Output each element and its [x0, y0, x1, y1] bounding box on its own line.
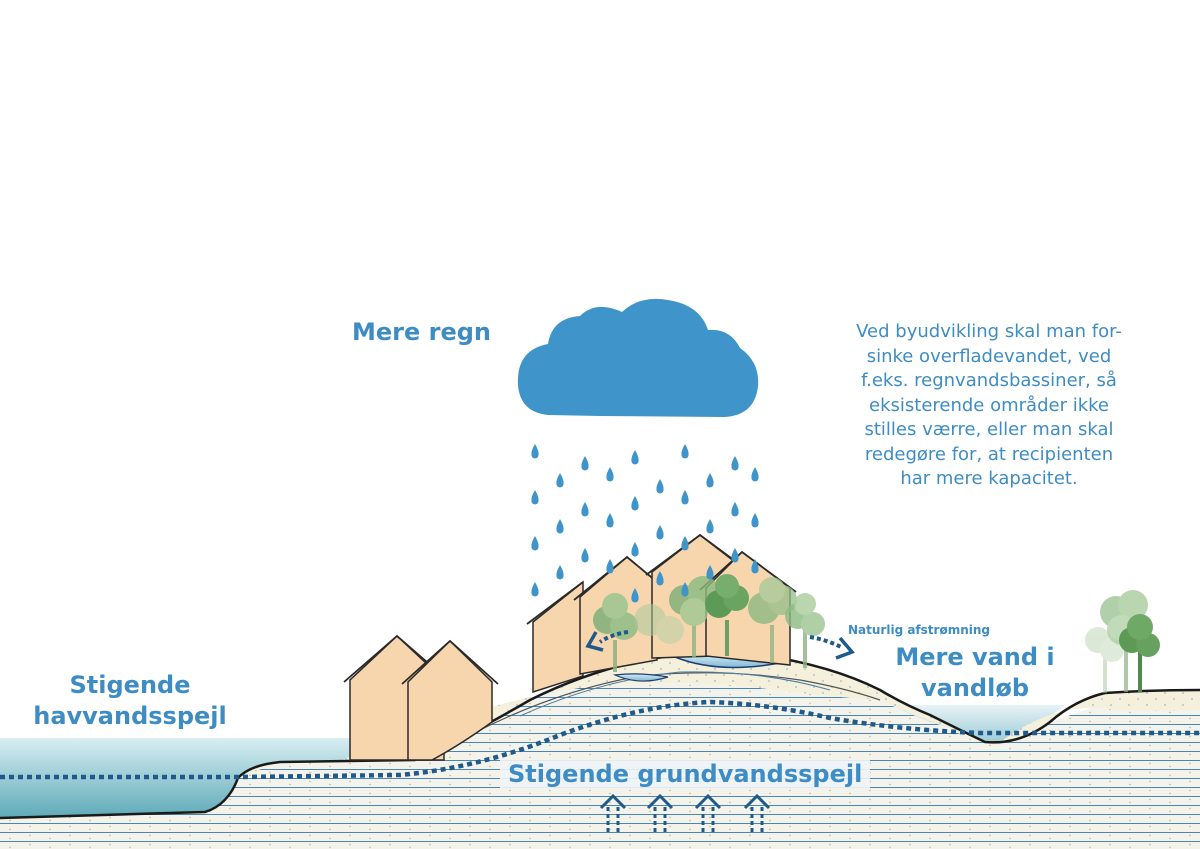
arrow-left-icon — [585, 630, 629, 652]
raindrop-icon — [706, 473, 714, 488]
raindrop-icon — [556, 565, 564, 580]
tree-icon — [634, 604, 684, 644]
raindrop-icon — [681, 536, 689, 551]
raindrop-icon — [751, 467, 759, 482]
raindrop-icon — [631, 588, 639, 603]
raindrop-icon — [681, 582, 689, 597]
raindrop-icon — [606, 559, 614, 574]
raindrop-icon — [731, 502, 739, 517]
raindrop-icon — [731, 548, 739, 563]
stream-label: Mere vand i vandløb — [895, 643, 1055, 702]
tree-icon — [1119, 614, 1160, 692]
raindrops — [531, 444, 759, 603]
raindrop-icon — [531, 536, 539, 551]
arrow-right-icon — [809, 635, 855, 660]
raindrop-icon — [631, 450, 639, 465]
sea-level-label: Stigende havvandsspejl — [33, 671, 227, 730]
groundwater-label: Stigende grundvandsspejl — [500, 760, 871, 788]
rain-label: Mere regn — [352, 318, 492, 346]
raindrop-icon — [656, 525, 664, 540]
arrow-up-icon — [743, 793, 771, 832]
raindrop-icon — [706, 519, 714, 534]
cloud-icon — [517, 298, 759, 417]
soil-layer — [238, 653, 1200, 778]
raindrop-icon — [531, 444, 539, 459]
raindrop-icon — [706, 565, 714, 580]
raindrop-icon — [581, 502, 589, 517]
arrow-up-icon — [646, 793, 674, 832]
raindrop-icon — [581, 456, 589, 471]
raindrop-icon — [581, 548, 589, 563]
hill-inner-line — [479, 672, 881, 731]
raindrop-icon — [656, 571, 664, 586]
raindrop-icon — [556, 519, 564, 534]
house-icon — [526, 580, 584, 694]
raindrop-icon — [751, 559, 759, 574]
groundwater-level-line — [0, 699, 1200, 780]
groundwater-arrows — [599, 793, 771, 832]
tree-icon — [669, 576, 719, 658]
raindrop-icon — [531, 582, 539, 597]
small-basin — [612, 673, 669, 682]
raindrop-icon — [656, 479, 664, 494]
raindrop-icon — [681, 490, 689, 505]
raindrop-icon — [606, 513, 614, 528]
raindrop-icon — [556, 473, 564, 488]
runoff-label: Naturlig afstrømning — [848, 623, 990, 637]
tree-icon — [748, 577, 797, 663]
raindrop-icon — [731, 456, 739, 471]
raindrop-icon — [631, 542, 639, 557]
arrow-up-icon — [694, 793, 722, 832]
raindrop-icon — [681, 444, 689, 459]
tree-icon — [705, 574, 749, 656]
tree-icon — [785, 593, 825, 668]
house-icon — [401, 639, 499, 761]
info-note: Ved byudvikling skal man for- sinke over… — [856, 321, 1122, 489]
raindrop-icon — [751, 513, 759, 528]
raindrop-icon — [606, 467, 614, 482]
hill-inner-line-2 — [519, 671, 831, 717]
raindrop-icon — [631, 496, 639, 511]
raindrop-icon — [531, 490, 539, 505]
arrow-up-icon — [599, 793, 627, 832]
